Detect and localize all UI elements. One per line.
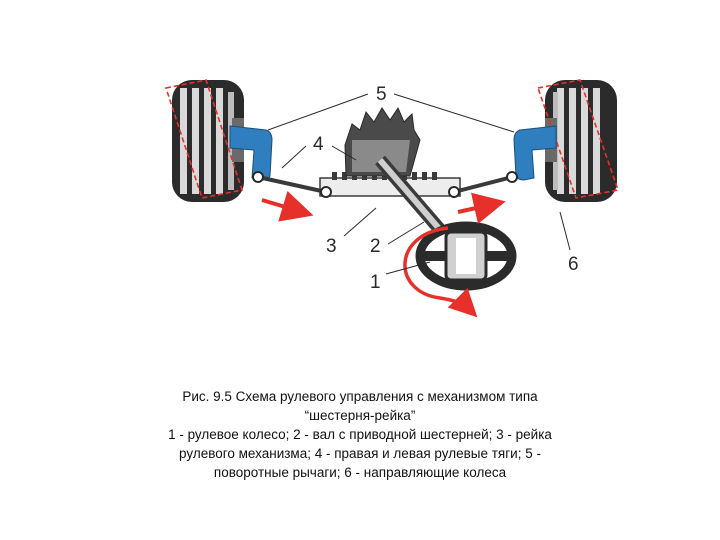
left-movement-arrow [261, 190, 314, 222]
figure-caption: Рис. 9.5 Схема рулевого управления с мех… [110, 387, 610, 482]
caption-line-2: “шестерня-рейка” [304, 408, 416, 423]
caption-line-3: 1 - рулевое колесо; 2 - вал с приводной … [168, 427, 552, 442]
right-movement-arrow [457, 192, 506, 224]
label-3: 3 [326, 236, 337, 257]
caption-line-1: Рис. 9.5 Схема рулевого управления с мех… [182, 389, 538, 404]
caption-line-5: поворотные рычаги; 6 - направляющие коле… [213, 465, 507, 480]
right-wheel-turned-outline [536, 79, 620, 199]
label-4: 4 [313, 134, 324, 155]
steering-shaft [375, 155, 447, 237]
tie-rod-joints [252, 171, 518, 198]
right-tie-rod [453, 175, 513, 194]
steering-rotation-arrow [403, 226, 478, 318]
left-tie-rod [257, 175, 327, 194]
label-5: 5 [376, 84, 387, 105]
leader-lines [267, 93, 571, 275]
label-6: 6 [568, 254, 579, 275]
left-wheel-turned-outline [164, 79, 244, 199]
steering-wheel [415, 221, 517, 291]
caption-line-4: рулевого механизма; 4 - правая и левая р… [179, 446, 541, 461]
label-1: 1 [370, 272, 381, 293]
pinion-gear [344, 106, 421, 177]
label-2: 2 [370, 236, 381, 257]
